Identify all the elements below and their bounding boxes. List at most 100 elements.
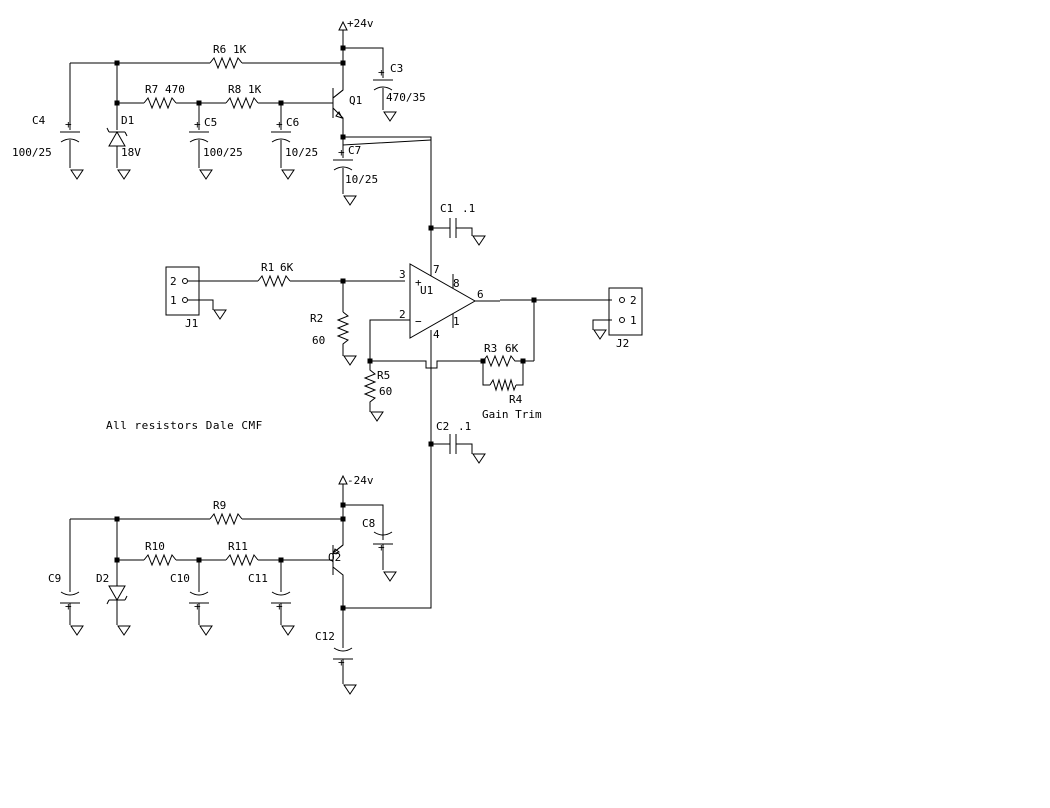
c12-symbol [333,647,353,684]
svg-text:+: + [65,118,72,131]
resistor-note: All resistors Dale CMF [106,419,263,432]
j1-pin2: 2 [170,275,177,288]
r1-value: 6K [280,261,294,274]
r7-symbol [143,96,177,110]
opamp-pin6: 6 [477,288,484,301]
opamp-plus: + [415,276,422,289]
opamp-pin1: 1 [453,315,460,328]
r2-ref: R2 [310,312,323,325]
r11-ref: R11 [228,540,248,553]
pos-rail-label: +24v [347,17,374,30]
r6-value: 1K [233,43,247,56]
r8-symbol [225,96,259,110]
d1-value: 18V [121,146,141,159]
c10-ref: C10 [170,572,190,585]
c2-value: .1 [458,420,471,433]
c3-ref: C3 [390,62,403,75]
junction-dots [114,45,537,611]
c5-value: 100/25 [203,146,243,159]
c5-ref: C5 [204,116,217,129]
c7-value: 10/25 [345,173,378,186]
d1-ref: D1 [121,114,134,127]
c7-symbol [333,137,353,194]
r10-symbol [143,553,177,567]
c4-ref: C4 [32,114,46,127]
pos-rail-arrow [338,20,348,31]
r6-ref: R6 [213,43,226,56]
r7-value: 470 [165,83,185,96]
c1-value: .1 [462,202,475,215]
d1-symbol [106,127,128,168]
c6-ref: C6 [286,116,299,129]
j1-ref: J1 [185,317,198,330]
opamp-pin8: 8 [453,277,460,290]
r4-ref: R4 [509,393,523,406]
c3-value: 470/35 [386,91,426,104]
q1-ref: Q1 [349,94,362,107]
r7-ref: R7 [145,83,158,96]
c2-capacitor: C2 .1 [431,420,486,464]
r3-ref: R3 [484,342,497,355]
j1-connector: 2 1 J1 [165,266,200,330]
c6-value: 10/25 [285,146,318,159]
svg-text:+: + [338,146,345,159]
c11-ref: C11 [248,572,268,585]
opamp-ref: U1 [420,284,433,297]
opamp-u1: + − U1 3 2 7 8 1 4 6 [399,263,484,368]
j2-pin1: 1 [630,314,637,327]
d2-ref: D2 [96,572,109,585]
svg-text:+: + [276,118,283,131]
r9-symbol [209,512,243,526]
opamp-pin7: 7 [433,263,440,276]
r8-value: 1K [248,83,262,96]
r5-ref: R5 [377,369,390,382]
r8-ref: R8 [228,83,241,96]
q2-ref: Q2 [328,551,341,564]
c1-capacitor: C1 .1 [431,202,486,246]
j2-ref: J2 [616,337,629,350]
svg-text:+: + [378,541,385,554]
r4-symbol [489,378,517,392]
r10-ref: R10 [145,540,165,553]
c2-ref: C2 [436,420,449,433]
c4-value: 100/25 [12,146,52,159]
c9-ref: C9 [48,572,61,585]
r11-symbol [225,553,259,567]
c1-ref: C1 [440,202,453,215]
opamp-pin3: 3 [399,268,406,281]
r3-value: 6K [505,342,519,355]
q2-transistor: Q2 [321,544,344,608]
positive-regulator: +24v + C3 470/35 R6 1K + C4 100/25 D1 18… [12,17,432,268]
svg-text:+: + [276,600,283,613]
opamp-minus: − [415,315,422,328]
svg-text:+: + [194,600,201,613]
d2-symbol [106,585,128,625]
c4-symbol [60,131,80,168]
r2-symbol [336,311,350,356]
negative-regulator: -24v + C8 R9 + C9 D2 R10 R11 + C10 [48,474,397,695]
q1-transistor: Q1 [321,88,362,135]
opamp-pin2: 2 [399,308,406,321]
c11-symbol [271,591,291,625]
r4-value: Gain Trim [482,408,542,421]
c12-ref: C12 [315,630,335,643]
r9-ref: R9 [213,499,226,512]
r6-symbol [209,56,243,70]
j2-pin2: 2 [630,294,637,307]
c8-ref: C8 [362,517,375,530]
c3-symbol [373,79,393,110]
opamp-pin4: 4 [433,328,440,341]
r5-value: 60 [379,385,392,398]
r5-symbol [363,361,377,412]
svg-text:+: + [378,66,385,79]
r2-value: 60 [312,334,325,347]
j2-connector: 2 1 J2 [608,287,643,350]
c9-symbol [60,591,80,625]
c10-symbol [189,591,209,625]
c6-symbol [271,131,291,168]
c5-symbol [189,131,209,168]
neg-rail-arrow [338,474,348,485]
r1-symbol [257,274,291,288]
j1-pin1: 1 [170,294,177,307]
